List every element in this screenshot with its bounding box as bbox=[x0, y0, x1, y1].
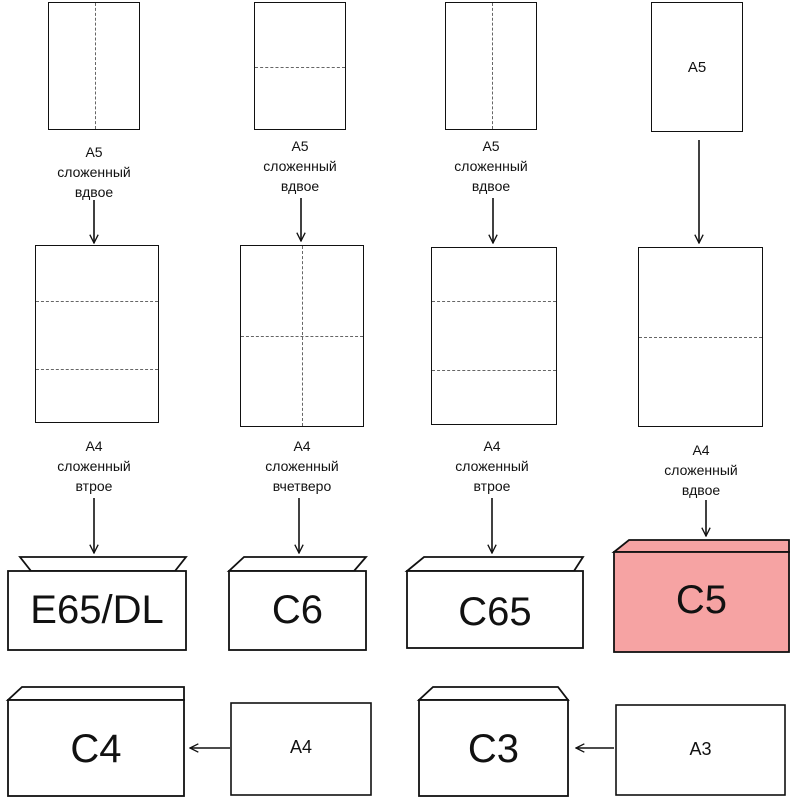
fold-line-horizontal bbox=[432, 301, 556, 302]
a5-sheet-col3 bbox=[445, 2, 537, 130]
a4-sheet-col1 bbox=[35, 245, 159, 423]
envelope-label-c65: C65 bbox=[458, 590, 532, 634]
fold-line-vertical bbox=[95, 3, 96, 129]
envelope-label-c5: C5 bbox=[675, 578, 728, 622]
a5-sheet-col2 bbox=[254, 2, 346, 130]
a3-sheet-bottom-label: A3 bbox=[689, 739, 712, 759]
envelope-c6 bbox=[226, 556, 368, 651]
fold-line-horizontal bbox=[639, 337, 762, 338]
envelope-label-c3: C3 bbox=[467, 727, 520, 771]
envelope-label-e65-dl: E65/DL bbox=[30, 588, 164, 632]
envelope-c4 bbox=[5, 686, 185, 797]
a5-sheet-label: A5 bbox=[687, 59, 707, 76]
a4-sheet-bottom-label: A4 bbox=[289, 737, 313, 757]
envelope-label-c6: C6 bbox=[271, 588, 324, 632]
a4-sheet-bottom bbox=[230, 702, 372, 796]
a4-sheet-col4 bbox=[638, 247, 763, 427]
envelope-c3 bbox=[416, 686, 570, 797]
a5-sheet-col4: A5 bbox=[651, 2, 743, 132]
envelope-c5-highlighted bbox=[611, 539, 790, 653]
fold-line-horizontal bbox=[241, 336, 363, 337]
a3-sheet-bottom bbox=[615, 704, 786, 796]
a4-sheet-col2 bbox=[240, 245, 364, 427]
fold-line-horizontal bbox=[432, 370, 556, 371]
fold-line-horizontal bbox=[36, 369, 158, 370]
a5-sheet-col1 bbox=[48, 2, 140, 130]
envelope-label-c4: C4 bbox=[70, 727, 122, 771]
envelope-c65 bbox=[404, 556, 585, 649]
fold-line-vertical bbox=[492, 3, 493, 129]
arrows bbox=[94, 140, 706, 748]
envelope-e65-dl bbox=[7, 556, 188, 651]
fold-line-horizontal bbox=[255, 67, 345, 68]
fold-line-horizontal bbox=[36, 301, 158, 302]
a4-sheet-col3 bbox=[431, 247, 557, 425]
